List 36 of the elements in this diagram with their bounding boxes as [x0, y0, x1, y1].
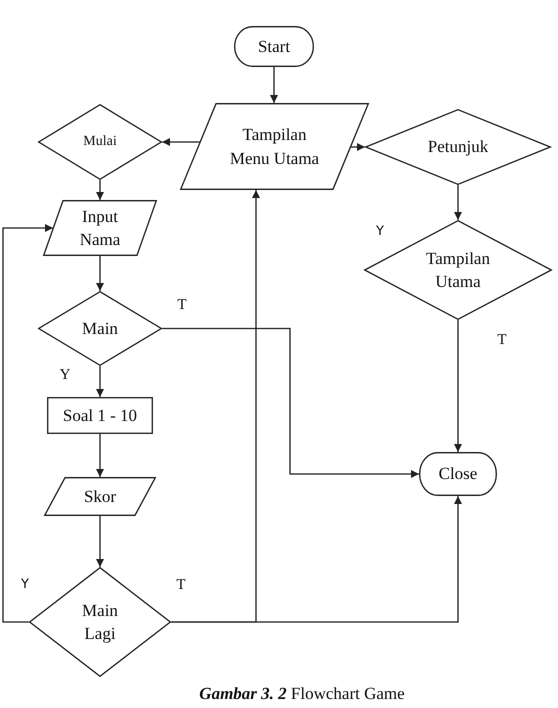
node-label: Main — [81, 318, 119, 340]
node-label: Tampilan Menu Utama — [230, 124, 320, 170]
figure-caption: Gambar 3. 2 Flowchart Game — [199, 684, 405, 704]
flow-arrow — [171, 190, 260, 623]
node-label: Mulai — [82, 133, 118, 152]
flow-arrow — [350, 143, 365, 151]
terminator-shape — [234, 26, 314, 67]
io-parallelogram — [44, 477, 156, 516]
flow-arrow — [96, 516, 104, 567]
io-parallelogram — [43, 200, 157, 256]
decision-diamond — [29, 567, 171, 677]
flow-arrow — [96, 180, 104, 200]
flow-arrow — [270, 67, 278, 103]
node-label: Input Nama — [78, 206, 122, 251]
decision-diamond — [364, 220, 552, 320]
flow-arrow — [96, 256, 104, 291]
flow-arrow — [2, 224, 53, 623]
process-box — [47, 397, 153, 434]
flow-arrow — [454, 320, 462, 452]
flow-arrow — [162, 138, 200, 146]
node-label: Soal 1 - 10 — [62, 404, 138, 427]
io-parallelogram — [180, 103, 369, 190]
node-label: Close — [438, 463, 478, 486]
node-label: Main Lagi — [81, 600, 119, 645]
node-label: Start — [256, 36, 292, 58]
flow-arrow — [96, 434, 104, 477]
terminator-shape — [419, 452, 497, 496]
decision-diamond — [38, 104, 162, 180]
decision-diamond — [38, 291, 162, 366]
flow-arrow — [454, 185, 462, 220]
flow-arrow — [96, 366, 104, 397]
node-label: Skor — [82, 486, 118, 508]
flow-arrow — [162, 328, 419, 478]
node-label: Tampilan Utama — [425, 248, 491, 293]
node-label: Petunjuk — [426, 136, 490, 158]
decision-diamond — [365, 109, 551, 185]
